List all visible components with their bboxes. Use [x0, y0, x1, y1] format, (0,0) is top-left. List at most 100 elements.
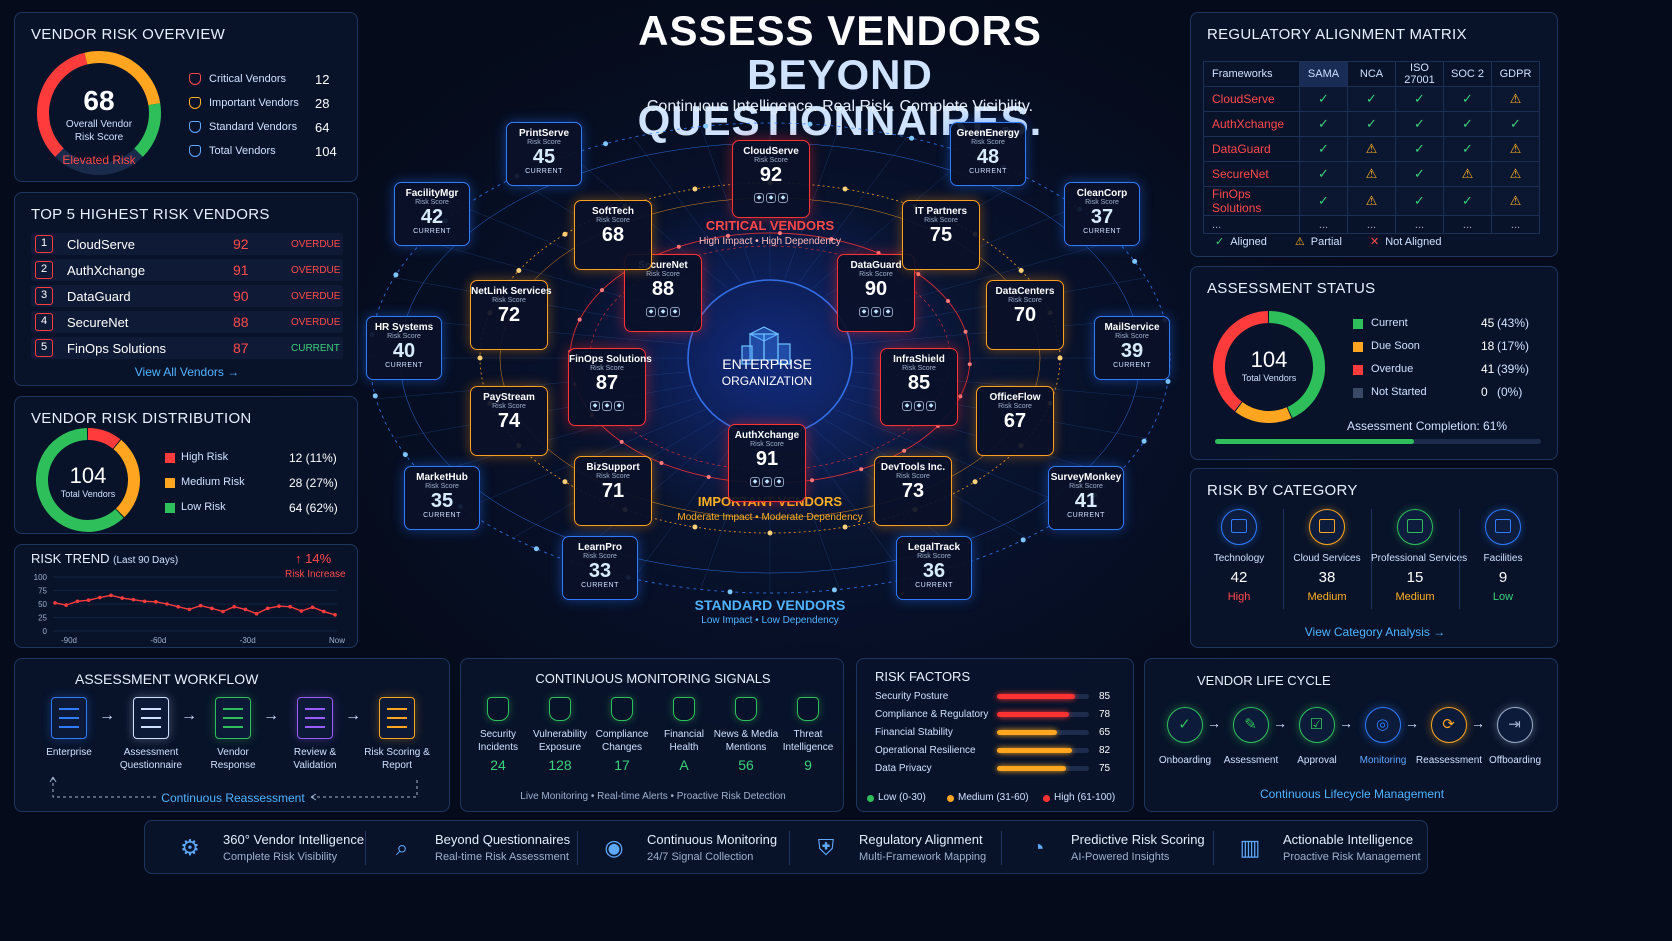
matrix-row[interactable]: DataGuard✓⚠✓✓⚠ [1203, 136, 1540, 162]
overall-score-label1: Overall Vendor [65, 119, 133, 130]
panel-title: TOP 5 HIGHEST RISK VENDORS [31, 206, 270, 223]
chip-icon[interactable] [1221, 509, 1257, 545]
donut-segment [87, 428, 121, 449]
vendor-node-name: CloudServe [743, 146, 799, 157]
legend-glyph-icon: ⚠ [1294, 236, 1305, 248]
building-icon[interactable] [51, 697, 87, 739]
building-icon[interactable] [1485, 509, 1521, 545]
workflow-step-label1: Enterprise [46, 747, 92, 758]
bug-icon[interactable] [549, 697, 571, 721]
matrix-row[interactable]: AuthXchange✓✓✓✓✓ [1203, 111, 1540, 137]
footer-feature-sub: AI-Powered Insights [1071, 851, 1170, 863]
arrow-right-icon: → [1207, 715, 1221, 731]
panel-title: VENDOR RISK OVERVIEW [31, 26, 226, 43]
finance-icon[interactable] [673, 697, 695, 721]
legend-label: Aligned [1230, 236, 1267, 248]
check-icon[interactable]: ✓ [1167, 707, 1203, 743]
trend-point [198, 603, 203, 608]
vendor-row[interactable] [31, 311, 343, 333]
monitor-icon[interactable]: ◎ [1365, 707, 1401, 743]
document-icon[interactable] [133, 697, 169, 739]
status-badge: OVERDUE [291, 239, 341, 250]
vendor-lifecycle-panel: VENDOR LIFE CYCLE ✓Onboarding→✎Assessmen… [1144, 658, 1558, 812]
status-value: 0 [1481, 385, 1488, 399]
donut-segment [1235, 401, 1292, 423]
shield-icon[interactable] [487, 697, 509, 721]
vendor-row[interactable] [31, 233, 343, 255]
orbit-dot [703, 123, 709, 129]
status-value: 41 [1481, 362, 1495, 376]
footer-feature-sub: Multi-Framework Mapping [859, 851, 987, 863]
news-icon[interactable] [735, 697, 757, 721]
exit-icon[interactable]: ⇥ [1497, 707, 1533, 743]
matrix-row[interactable]: SecureNet✓⚠✓⚠⚠ [1203, 161, 1540, 187]
people-icon[interactable] [1397, 509, 1433, 545]
edit-icon[interactable]: ✎ [1233, 707, 1269, 743]
vendor-name: SecureNet [67, 315, 129, 330]
important-vendors-sub: Moderate Impact • Moderate Dependency [677, 512, 863, 523]
trend-point [142, 599, 147, 604]
approve-icon[interactable]: ☑ [1299, 707, 1335, 743]
cloud-icon[interactable] [1309, 509, 1345, 545]
threat-icon[interactable] [797, 697, 819, 721]
form-icon[interactable] [215, 697, 251, 739]
trend-point [221, 609, 225, 614]
footer-feature-title: Actionable Intelligence [1283, 832, 1414, 847]
doc-icon: ◆ [670, 307, 680, 317]
vendor-row[interactable] [31, 337, 343, 359]
arrow-right-icon: → [1471, 715, 1485, 731]
checklist-icon[interactable] [297, 697, 333, 739]
category-label: Cloud Services [1293, 553, 1361, 564]
view-all-vendors-link[interactable]: View All Vendors → [134, 365, 240, 379]
vendor-row[interactable] [31, 285, 343, 307]
lock-icon: ◆ [914, 401, 924, 411]
risk-score-caption: Risk Score [917, 553, 951, 560]
vendor-node-name: PrintServe [518, 128, 570, 139]
refresh-icon[interactable]: ⟳ [1431, 707, 1467, 743]
matrix-row[interactable]: FinOps Solutions✓⚠✓✓⚠ [1203, 186, 1540, 216]
icon-line [223, 717, 243, 719]
matrix-row[interactable]: CloudServe✓✓✓✓⚠ [1203, 86, 1540, 112]
compliance-badges: ◆◆◆ [838, 300, 914, 318]
orbit-dot [777, 231, 782, 236]
hub-center-line1: ENTERPRISE [722, 356, 812, 372]
gear-icon[interactable] [611, 697, 633, 721]
signal-value: 128 [548, 757, 572, 773]
report-icon[interactable] [379, 697, 415, 739]
view-category-analysis-link[interactable]: View Category Analysis → [1304, 625, 1446, 639]
panel-title: ASSESSMENT WORKFLOW [75, 671, 259, 687]
vendor-node-score: 35 [430, 490, 454, 512]
vendor-row[interactable] [31, 259, 343, 281]
signal-label1: Vulnerability [532, 729, 588, 740]
icon-line [305, 717, 325, 719]
